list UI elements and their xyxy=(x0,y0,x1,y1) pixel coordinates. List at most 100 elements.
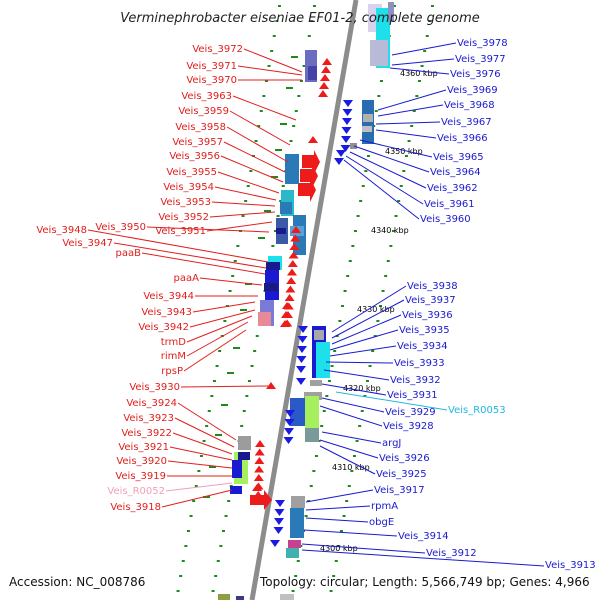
leader-line xyxy=(214,186,277,201)
gene-label[interactable]: Veis_3976 xyxy=(450,69,501,80)
leader-line xyxy=(377,104,444,117)
gene-label[interactable]: Veis_3964 xyxy=(430,167,481,178)
gene-label[interactable]: Veis_3918 xyxy=(110,502,161,513)
gene-label[interactable]: Veis_3931 xyxy=(387,390,438,401)
gene-label[interactable]: Veis_3954 xyxy=(163,182,214,193)
leader-line xyxy=(325,361,394,364)
gene-label[interactable]: Veis_3923 xyxy=(123,413,174,424)
leader-line xyxy=(331,285,407,333)
gene-label[interactable]: Veis_3948 xyxy=(36,225,87,236)
gene-label[interactable]: Veis_R0053 xyxy=(448,405,506,416)
gene-label[interactable]: Veis_3971 xyxy=(186,61,237,72)
gene-label[interactable]: paaB xyxy=(116,248,142,259)
gene-label[interactable]: Veis_3952 xyxy=(158,212,209,223)
leader-line xyxy=(321,383,387,396)
gene-label[interactable]: Veis_3942 xyxy=(138,322,189,333)
gene-label[interactable]: Veis_3969 xyxy=(447,85,498,96)
leader-line xyxy=(345,155,424,205)
gene-label[interactable]: Veis_3922 xyxy=(121,428,172,439)
gene-arrow-forward xyxy=(300,164,318,188)
gene-arrow-forward xyxy=(285,285,296,293)
gene-label[interactable]: Veis_3968 xyxy=(444,100,495,111)
gene-label[interactable]: obgE xyxy=(369,517,394,528)
gene-arrow-forward xyxy=(252,484,262,491)
gene-arrow-forward xyxy=(290,234,301,242)
gene-label[interactable]: Veis_R0052 xyxy=(107,486,165,497)
gene-block xyxy=(362,126,372,132)
gene-label[interactable]: Veis_3963 xyxy=(181,91,232,102)
gene-label[interactable]: Veis_3914 xyxy=(398,531,449,542)
gene-label[interactable]: Veis_3925 xyxy=(376,469,427,480)
gene-arrow-reverse xyxy=(297,346,307,353)
gene-label[interactable]: trmD xyxy=(161,337,187,348)
gene-label[interactable]: Veis_3958 xyxy=(175,122,226,133)
gene-label[interactable]: Veis_3965 xyxy=(433,152,484,163)
gene-label[interactable]: paaA xyxy=(174,273,200,284)
gene-arrow-forward xyxy=(284,294,295,301)
gene-label[interactable]: Veis_3912 xyxy=(426,548,477,559)
gene-label[interactable]: argJ xyxy=(382,438,401,449)
gene-label[interactable]: Veis_3956 xyxy=(169,151,220,162)
gene-arrow-reverse xyxy=(284,428,294,435)
gene-arrow-forward xyxy=(254,448,265,456)
tick-label: 4340 kbp xyxy=(371,226,409,235)
gene-label[interactable]: Veis_3921 xyxy=(118,442,169,453)
gene-arrow-forward xyxy=(308,136,318,143)
gene-label[interactable]: Veis_3953 xyxy=(160,197,211,208)
gene-label[interactable]: Veis_3943 xyxy=(141,307,192,318)
gene-arrow-forward xyxy=(254,465,265,473)
gene-arrow-forward xyxy=(254,457,265,464)
gene-label[interactable]: Veis_3935 xyxy=(399,325,450,336)
gene-block xyxy=(310,380,322,386)
gene-label[interactable]: Veis_3966 xyxy=(437,133,488,144)
gene-arrow-reverse xyxy=(336,150,346,157)
gene-block xyxy=(363,114,373,122)
gene-label[interactable]: Veis_3950 xyxy=(95,222,146,233)
gene-label[interactable]: Veis_3930 xyxy=(129,382,180,393)
gene-label[interactable]: Veis_3944 xyxy=(143,291,194,302)
gene-label[interactable]: Veis_3962 xyxy=(427,183,478,194)
gene-label[interactable]: Veis_3924 xyxy=(126,398,177,409)
gene-label[interactable]: Veis_3961 xyxy=(424,199,475,210)
gene-arrow-forward xyxy=(291,226,301,233)
gene-label[interactable]: Veis_3957 xyxy=(172,137,223,148)
leader-line xyxy=(375,121,441,125)
genome-title: Verminephrobacter eiseniae EF01-2, compl… xyxy=(120,11,479,26)
gene-arrow-forward xyxy=(287,268,297,276)
gene-label[interactable]: Veis_3959 xyxy=(178,106,229,117)
gene-arrow-forward xyxy=(322,58,332,65)
gene-label[interactable]: Veis_3947 xyxy=(62,238,113,249)
gene-block xyxy=(316,342,330,378)
gene-label[interactable]: Veis_3936 xyxy=(402,310,453,321)
gene-label[interactable]: Veis_3970 xyxy=(186,75,237,86)
gene-label[interactable]: Veis_3919 xyxy=(115,471,166,482)
gene-label[interactable]: Veis_3929 xyxy=(385,407,436,418)
gene-label[interactable]: Veis_3920 xyxy=(116,456,167,467)
gene-arrow-reverse xyxy=(342,118,352,125)
gene-label[interactable]: Veis_3977 xyxy=(455,54,506,65)
gene-label[interactable]: Veis_3967 xyxy=(441,117,492,128)
gene-label[interactable]: Veis_3955 xyxy=(166,167,217,178)
gene-label[interactable]: rpsP xyxy=(161,366,183,377)
gene-label[interactable]: Veis_3926 xyxy=(379,453,430,464)
gene-label[interactable]: Veis_3933 xyxy=(394,358,445,369)
gene-label[interactable]: Veis_3932 xyxy=(390,375,441,386)
gene-label[interactable]: Veis_3972 xyxy=(192,44,243,55)
gene-label[interactable]: Veis_3913 xyxy=(545,560,596,571)
gene-label[interactable]: Veis_3960 xyxy=(420,214,471,225)
gene-label[interactable]: rimM xyxy=(161,351,186,362)
gene-label[interactable]: Veis_3928 xyxy=(383,421,434,432)
gene-block xyxy=(291,496,305,508)
gene-label[interactable]: Veis_3978 xyxy=(457,38,508,49)
gene-label[interactable]: Veis_3937 xyxy=(405,295,456,306)
gene-label[interactable]: Veis_3934 xyxy=(397,341,448,352)
gene-label[interactable]: rpmA xyxy=(371,501,398,512)
gene-block xyxy=(305,396,319,428)
gene-label[interactable]: Veis_3951 xyxy=(155,226,206,237)
gene-arrow-forward xyxy=(302,150,320,174)
gene-label[interactable]: Veis_3917 xyxy=(374,485,425,496)
leader-line xyxy=(305,517,369,523)
gene-label[interactable]: Veis_3938 xyxy=(407,281,458,292)
gene-block xyxy=(280,594,294,600)
